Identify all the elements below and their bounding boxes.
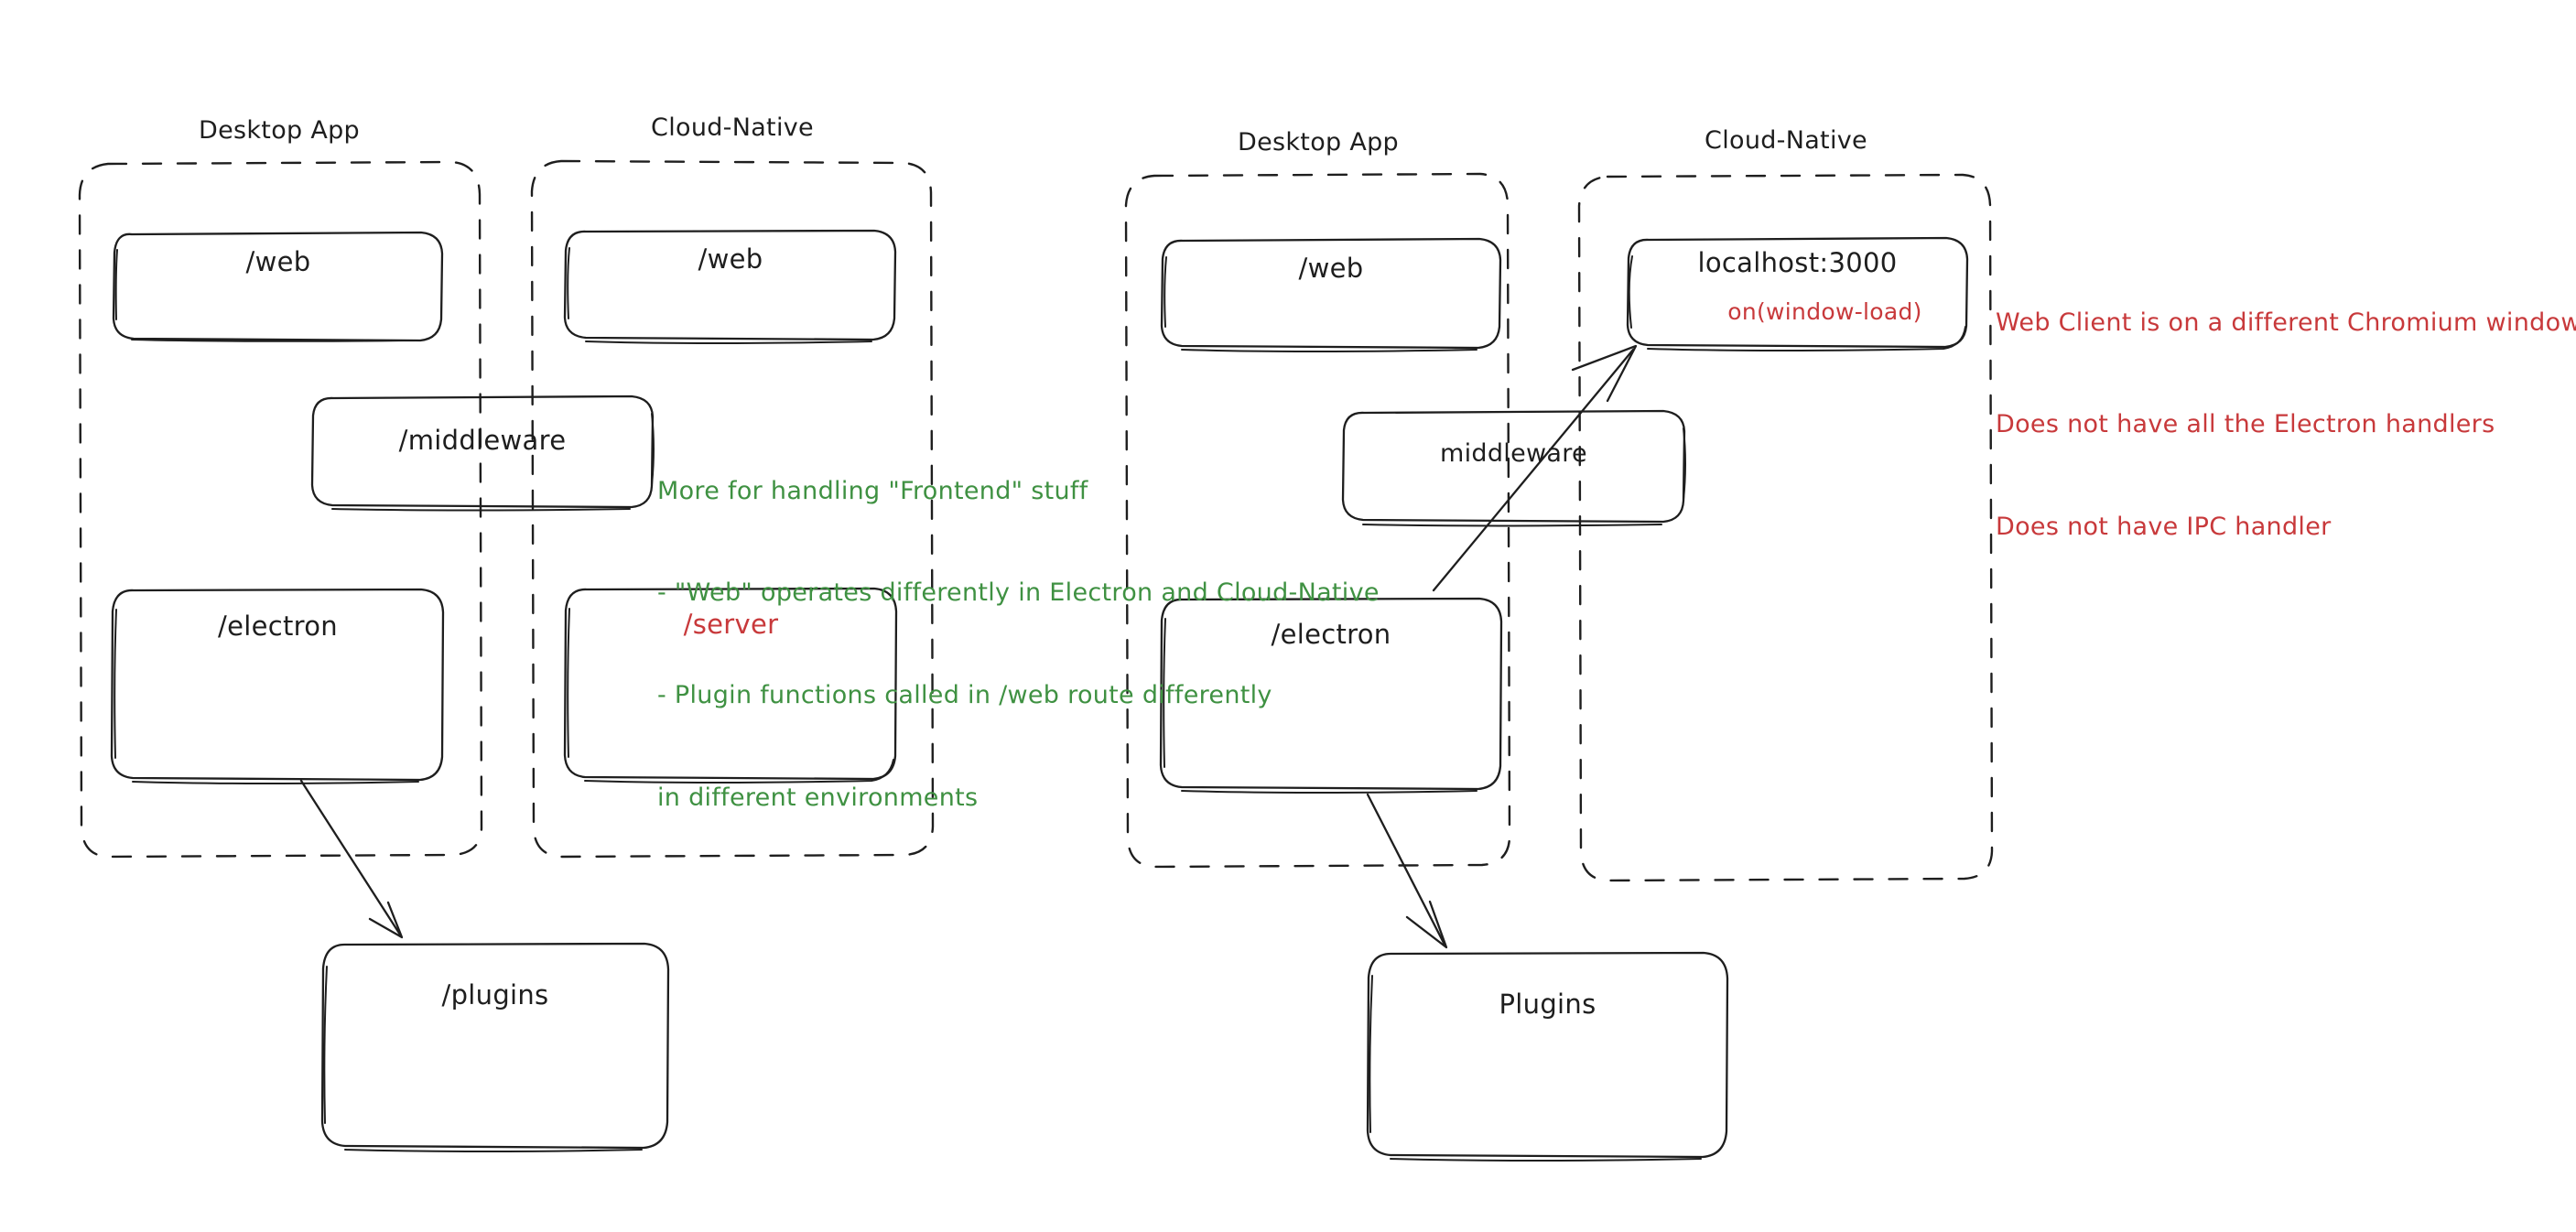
right-localhost-label: localhost:3000: [1697, 247, 1898, 278]
left-green-annotation-line-3: - Plugin functions called in /web route …: [657, 681, 1272, 709]
left-cloud-web-label: /web: [698, 243, 763, 275]
left-green-annotation-line-2: - "Web" operates differently in Electron…: [657, 578, 1380, 608]
left-server-label: /server: [683, 609, 779, 640]
left-desktop-web-node: [112, 231, 444, 342]
left-arrow-electron-to-plugins: [299, 779, 404, 939]
left-plugins-node: [320, 942, 670, 1152]
left-green-annotation-line-1: More for handling "Frontend" stuff: [657, 476, 1088, 505]
right-desktop-web-node: [1160, 237, 1502, 352]
right-plugins-label: Plugins: [1499, 989, 1596, 1020]
right-arrow-electron-to-localhost: [1432, 344, 1638, 592]
left-green-annotation: More for handling "Frontend" stuff - "We…: [657, 405, 1380, 848]
left-server-node: [563, 587, 898, 784]
left-middleware-label: /middleware: [398, 425, 567, 456]
left-cloud-native-title: Cloud-Native: [651, 113, 814, 142]
right-cloud-native-title: Cloud-Native: [1705, 126, 1867, 155]
right-red-annotation: Web Client is on a different Chromium wi…: [1996, 237, 2576, 578]
left-electron-node: [110, 588, 445, 784]
left-plugins-label: /plugins: [441, 979, 549, 1010]
right-red-annotation-line-1: Web Client is on a different Chromium wi…: [1996, 308, 2576, 337]
left-green-annotation-line-4: in different environments: [657, 783, 979, 812]
right-electron-node: [1159, 597, 1503, 794]
right-plugins-node: [1366, 951, 1729, 1162]
left-cloud-web-node: [563, 229, 897, 344]
right-localhost-node: [1626, 236, 1969, 351]
left-desktop-app-container: [78, 160, 483, 859]
right-cloud-native-container: [1577, 173, 1994, 882]
right-arrow-electron-to-plugins: [1366, 793, 1448, 949]
right-red-annotation-line-3: Does not have IPC handler: [1996, 513, 2332, 541]
left-desktop-web-label: /web: [245, 246, 311, 277]
right-localhost-sublabel: on(window-load): [1727, 298, 1922, 325]
right-desktop-web-label: /web: [1298, 253, 1364, 284]
left-electron-label: /electron: [218, 611, 338, 642]
right-middleware-label: middleware: [1440, 439, 1587, 468]
right-red-annotation-line-2: Does not have all the Electron handlers: [1996, 410, 2495, 439]
left-cloud-native-container: [530, 159, 935, 859]
right-electron-label: /electron: [1271, 619, 1391, 650]
left-desktop-app-title: Desktop App: [199, 116, 360, 145]
right-desktop-app-title: Desktop App: [1238, 128, 1399, 157]
right-middleware-node: [1341, 409, 1686, 527]
right-desktop-app-container: [1124, 172, 1511, 869]
left-middleware-node: [310, 394, 655, 512]
